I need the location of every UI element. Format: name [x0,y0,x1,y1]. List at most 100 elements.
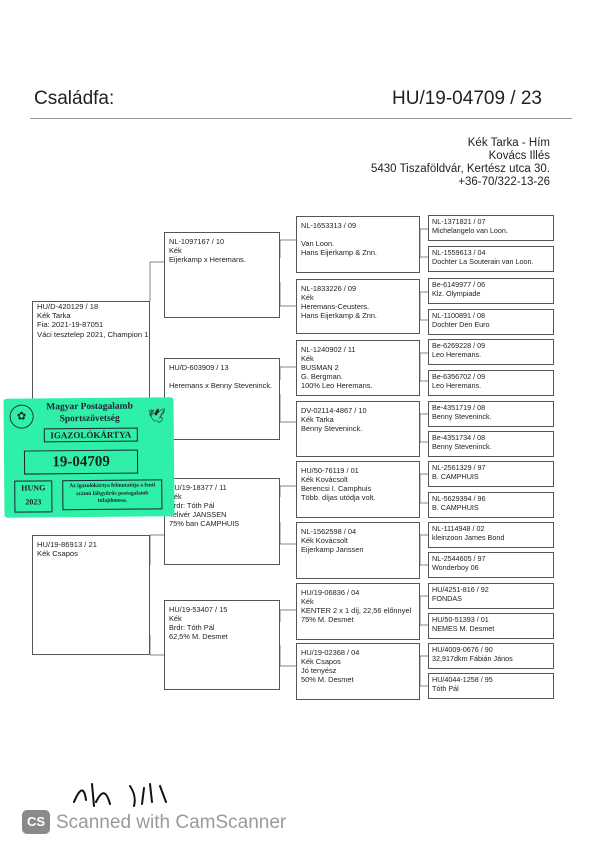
ring-line: Be-4351719 / 08 [432,403,486,412]
pedigree-box-gen3: NL-1562598 / 04 Kék Kovácsolt Eijerkamp … [296,522,420,579]
pedigree-box-gen4: Be-4351734 / 08 Benny Steveninck. [428,431,554,457]
pedigree-box-gen2: HU/D-603909 / 13 Heremans x Benny Steven… [164,358,280,440]
info-line: FONDAS [432,593,462,603]
owner-line: +36-70/322-13-26 [458,176,550,188]
info-line: Eijerkamp Janssen [301,545,364,554]
info-line: Wonderboy 06 [432,562,479,572]
ring-line: NL-1114948 / 02 [432,524,485,533]
pedigree-box-sire: HU/D-420129 / 18 Kék Tarka Fia: 2021-19-… [32,301,150,401]
pedigree-box-gen4: Be-4351719 / 08 Benny Steveninck. [428,401,554,427]
page-title: Családfa: [34,88,115,109]
info-line: 75% ban CAMPHUIS [169,519,240,528]
ring-line: Be-6149977 / 06 [432,280,486,289]
pedigree-box-gen3: HU/50-76119 / 01 Kék Kovácsolt Berencsi … [296,461,420,518]
info-line: B. CAMPHUIS [432,471,479,481]
pedigree-box-gen4: Be-6149977 / 06 Klz. Olympiade [428,278,554,304]
color-line [301,230,415,239]
pigeon-icon: 🕊 [147,407,166,424]
info-line: kleinzoon James Bond [432,532,505,542]
card-org: Magyar Postagalamb Sportszövetség [46,401,133,425]
pedigree-box-gen4: NL-1371821 / 07 Michelangelo van Loon. [428,215,554,241]
ring-line: HU/19-02368 / 04 [301,648,360,657]
info-line: Klz. Olympiade [432,288,481,298]
owner-info: Kék Tarka - Hím Kovács Illés 5430 Tiszaf… [371,137,550,189]
ring-line: HU/19-86913 / 21 [37,540,97,549]
color-line: Kék Csapos [37,549,78,559]
pedigree-box-gen3: NL-1653313 / 09 Van Loon. Hans Eijerkamp… [296,216,420,273]
info-line: KENTER 2 x 1 díj, 22,56 előnnyel [301,606,412,615]
info-line: Eijerkamp x Heremans. [169,255,246,264]
info-line: Hans Eijerkamp & Znn. [301,311,377,320]
ring-line: NL-1240902 / 11 [301,345,356,354]
info-line: 50% M. Desmet [301,675,354,684]
info-line: Fia: 2021-19-87051 [37,320,104,330]
pedigree-box-gen3: HU/19-06836 / 04 Kék KENTER 2 x 1 díj, 2… [296,583,420,640]
info-line: G. Bergman. [301,372,343,381]
ring-line: Be-4351734 / 08 [432,433,486,442]
info-line: 100% Leo Heremans. [301,381,373,390]
info-line: Heremans-Ceusters. [301,302,370,311]
ring-line: Be-6269228 / 09 [432,341,486,350]
color-line: Kék Csapos [301,657,341,666]
pedigree-box-gen2: HU/19-53407 / 15 Kék Brdr: Tóth Pál 62,5… [164,600,280,690]
pedigree-box-gen4: NL-2544605 / 97 Wonderboy 06 [428,552,554,578]
ring-line: NL-1559613 / 04 [432,248,486,257]
info-line: Dochter Den Euro [432,319,490,329]
owner-line: 5430 Tiszaföldvár, Kertész utca 30. [371,163,550,175]
pedigree-box-gen4: NL-1100891 / 08 Dochter Den Euro [428,309,554,335]
color-line: Kék [169,614,182,623]
ring-line: HU/D-603909 / 13 [169,363,229,372]
color-line: Kék Tarka [301,415,334,424]
ring-line: HU/19-53407 / 15 [169,605,228,614]
info-line: Váci tesztelep 2021, Champion 1. [37,329,150,339]
pedigree-box-dam: HU/19-86913 / 21 Kék Csapos [32,535,150,655]
ring-line: NL-5629394 / 96 [432,494,486,503]
info-line: Benny Steveninck. [301,424,363,433]
ring-line: DV-02114-4867 / 10 [301,406,367,415]
card-year: 2023 [25,497,42,507]
card-note: Az igazolókártya felmutatója a fenti szá… [62,479,163,511]
info-line: Tóth Pál [432,683,459,693]
pedigree-box-gen4: HU/4044-1258 / 95 Tóth Pál [428,673,554,699]
info-line: BUSMAN 2 [301,363,339,372]
ring-line: NL-2544605 / 97 [432,554,486,563]
ring-line: HU/50-76119 / 01 [301,466,359,475]
info-line: 75% M. Desmet [301,615,354,624]
ring-line: NL-1100891 / 08 [432,311,486,320]
ownership-card: ✿ Magyar Postagalamb Sportszövetség 🕊 IG… [3,397,175,518]
camscanner-watermark: Scanned with CamScanner [56,812,287,833]
info-line: Benny Steveninck. [432,411,492,421]
ring-line: HU/50-51393 / 01 [432,615,489,624]
header-divider [30,118,572,119]
camscanner-logo-icon: CS [22,810,50,834]
color-line: Kék Tarka [37,311,71,321]
info-line: Benny Steveninck. [432,441,492,451]
info-line: Brdr: Tóth Pál [169,623,215,632]
pedigree-box-gen3: HU/19-02368 / 04 Kék Csapos Jó tenyész 5… [296,643,420,700]
info-line: 62,5% M. Desmet [169,632,228,641]
ring-line: NL-1097167 / 10 [169,237,225,246]
ring-line: Be-6356702 / 09 [432,372,486,381]
pedigree-box-gen4: NL-1559613 / 04 Dochter La Souterain van… [428,246,554,272]
pedigree-box-gen4: HU/50-51393 / 01 NEMES M. Desmet [428,613,554,639]
ring-line: HU/19-06836 / 04 [301,588,360,597]
card-country: HUNG [21,483,46,493]
ring-line: NL-1562598 / 04 [301,527,357,536]
pedigree-box-gen4: NL-5629394 / 96 B. CAMPHUIS [428,492,554,518]
info-line: Leo Heremans. [432,380,482,390]
ring-line: HU/D-420129 / 18 [37,302,99,311]
info-line: Jó tenyész [301,666,337,675]
info-line: B. CAMPHUIS [432,502,479,512]
ring-line: NL-1833226 / 09 [301,284,357,293]
info-line: Van Loon. [301,239,335,248]
info-line: Dochter La Souterain van Loon. [432,256,534,266]
info-line: Heremans x Benny Steveninck. [169,381,273,390]
color-line: Kék [169,246,182,255]
ring-line: HU/19-18377 / 11 [169,483,227,492]
color-line: Kék [301,293,314,302]
ring-line: NL-2561329 / 97 [432,463,486,472]
color-line: Kék [169,492,182,501]
ring-line: HU/4009-0676 / 90 [432,645,493,654]
owner-line: Kék Tarka - Hím [467,137,550,149]
card-number: 19-04709 [23,449,139,475]
